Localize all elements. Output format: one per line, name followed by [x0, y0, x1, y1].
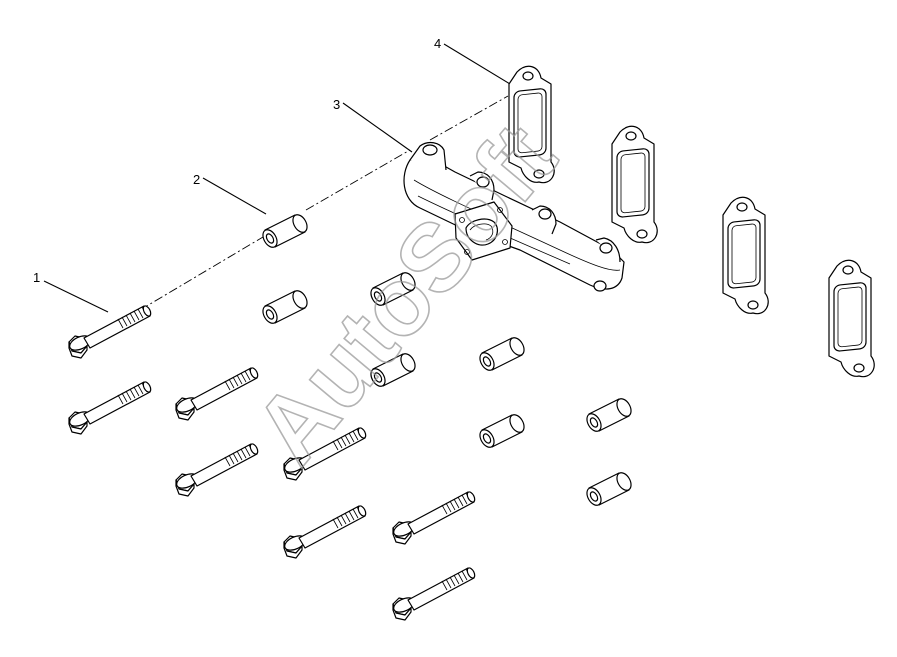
- exhaust-manifold: [403, 141, 625, 292]
- callout-2: 2: [193, 172, 200, 187]
- spacer-2: [259, 287, 311, 327]
- bolt-4: [173, 442, 260, 497]
- gasket-4: [828, 259, 875, 378]
- leader-line-2: [202, 177, 267, 215]
- spacer-6: [476, 411, 528, 451]
- leader-line-3: [342, 102, 413, 153]
- callout-3: 3: [333, 97, 340, 112]
- spacer-1: [259, 211, 311, 251]
- gasket-3: [722, 196, 769, 315]
- watermark: AutoSoft: [234, 104, 576, 483]
- callout-1: 1: [33, 270, 40, 285]
- bolt-7: [390, 490, 477, 545]
- leader-line-4: [443, 43, 511, 85]
- spacer-7: [583, 395, 635, 435]
- callout-4: 4: [434, 36, 441, 51]
- spacer-5: [476, 334, 528, 374]
- spacer-8: [583, 469, 635, 509]
- assembly-centerline: [139, 95, 509, 311]
- leader-line-1: [43, 280, 109, 313]
- gasket-2: [611, 125, 658, 244]
- bolt-8: [390, 566, 477, 621]
- bolt-2: [66, 380, 153, 435]
- bolt-6: [281, 504, 368, 559]
- bolt-1: [66, 304, 153, 359]
